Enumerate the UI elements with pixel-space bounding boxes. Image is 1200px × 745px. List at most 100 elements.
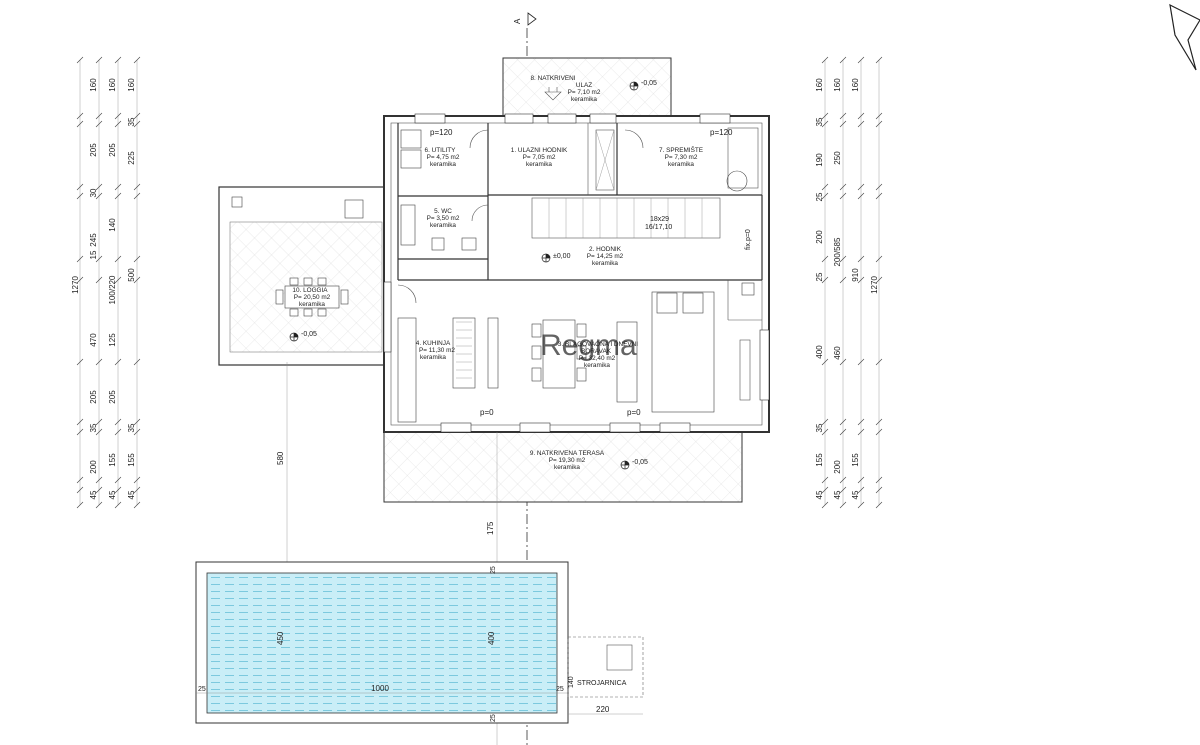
- dimension-tick: [114, 428, 122, 436]
- dimension-tick: [95, 112, 103, 120]
- dimension-tick: [114, 476, 122, 484]
- dim-right-mid-5: 45: [833, 490, 842, 499]
- dimension-tick: [839, 476, 847, 484]
- dimension-tick: [821, 428, 829, 436]
- dimension-tick: [857, 276, 865, 284]
- dim-right-inner-4: 200: [815, 230, 824, 244]
- dim-left-mid-1: 205: [108, 143, 117, 157]
- dimension-tick: [821, 120, 829, 128]
- dim-right-outer-2: 155: [851, 453, 860, 467]
- dimension-tick: [76, 192, 84, 200]
- svg-text:P= 7,05 m2: P= 7,05 m2: [523, 154, 556, 161]
- dim-left-outer-2: 30: [89, 188, 98, 197]
- svg-text:ULAZ: ULAZ: [576, 82, 592, 89]
- svg-text:fix.p=0: fix.p=0: [745, 229, 752, 250]
- dim-right-mid-0: 160: [833, 78, 842, 92]
- kitchen-furniture: [397, 317, 499, 423]
- dining-table: [531, 319, 587, 389]
- dimension-tick: [76, 112, 84, 120]
- dimension-tick: [839, 486, 847, 494]
- svg-text:1270: 1270: [870, 276, 879, 294]
- dimension-tick: [857, 428, 865, 436]
- dim-left-outer-1: 205: [89, 143, 98, 157]
- dimension-tick: [857, 486, 865, 494]
- dimension-tick: [114, 501, 122, 509]
- svg-text:6. UTILITY: 6. UTILITY: [425, 147, 457, 154]
- dimension-tick: [875, 255, 883, 263]
- dimension-tick: [857, 183, 865, 191]
- dim-left-mid-4: 125: [108, 333, 117, 347]
- utility-fixtures: [400, 127, 759, 251]
- dimension-tick: [133, 192, 141, 200]
- dimension-tick: [114, 56, 122, 64]
- svg-text:p=120: p=120: [430, 128, 453, 137]
- dimension-tick: [839, 358, 847, 366]
- svg-text:-0,05: -0,05: [301, 331, 317, 338]
- living-room-furniture: [616, 291, 751, 413]
- dimension-tick: [95, 183, 103, 191]
- dimension-tick: [839, 120, 847, 128]
- dimension-tick: [114, 486, 122, 494]
- svg-text:1000: 1000: [371, 684, 389, 693]
- svg-text:P= 20,50 m2: P= 20,50 m2: [294, 294, 331, 301]
- dimension-tick: [133, 476, 141, 484]
- dim-left-mid-5: 205: [108, 390, 117, 404]
- svg-text:25: 25: [490, 566, 497, 574]
- dimension-tick: [114, 183, 122, 191]
- dim-left-outer-3: 245: [89, 233, 98, 247]
- svg-text:keramika: keramika: [420, 354, 446, 361]
- dim-right-mid-4: 200: [833, 460, 842, 474]
- dimension-tick: [857, 476, 865, 484]
- svg-text:p=0: p=0: [627, 408, 641, 417]
- dim-left-inner-2: 225: [127, 151, 136, 165]
- dimension-tick: [857, 501, 865, 509]
- dim-right-inner-7: 35: [815, 423, 824, 432]
- svg-text:keramika: keramika: [571, 96, 597, 103]
- dimension-tick: [839, 418, 847, 426]
- svg-text:P= 3,50 m2: P= 3,50 m2: [427, 215, 460, 222]
- room-natkriveni-ulaz: [502, 57, 672, 117]
- dim-left-outer-8: 200: [89, 460, 98, 474]
- dim-right-outer-3: 45: [851, 490, 860, 499]
- dimension-tick: [95, 358, 103, 366]
- windows: [383, 113, 770, 433]
- dimension-tick: [95, 476, 103, 484]
- dimension-tick: [76, 418, 84, 426]
- dim-right-inner-1: 35: [815, 117, 824, 126]
- dimension-tick: [821, 192, 829, 200]
- dim-left-mid-3: 100/220: [108, 275, 117, 304]
- dimension-tick: [76, 358, 84, 366]
- dimension-tick: [95, 501, 103, 509]
- svg-text:5. WC: 5. WC: [434, 208, 452, 215]
- dim-left-outer-7: 35: [89, 423, 98, 432]
- svg-text:STROJARNICA: STROJARNICA: [577, 680, 627, 687]
- svg-text:18x29: 18x29: [650, 216, 669, 223]
- svg-text:P= 7,10 m2: P= 7,10 m2: [568, 89, 601, 96]
- dimension-tick: [114, 276, 122, 284]
- dimension-tick: [839, 56, 847, 64]
- svg-text:P= 7,30 m2: P= 7,30 m2: [665, 154, 698, 161]
- dimension-tick: [821, 486, 829, 494]
- dim-right-inner-6: 400: [815, 345, 824, 359]
- svg-text:8. NATKRIVENI: 8. NATKRIVENI: [531, 75, 576, 82]
- dimension-tick: [839, 255, 847, 263]
- dim-left-outer-6: 205: [89, 390, 98, 404]
- dimension-tick: [133, 255, 141, 263]
- dimension-tick: [76, 120, 84, 128]
- dimension-tick: [821, 358, 829, 366]
- dimension-tick: [133, 486, 141, 494]
- dim-right-mid-1: 250: [833, 151, 842, 165]
- dimension-tick: [821, 112, 829, 120]
- dim-left-outer-4: 15: [89, 250, 98, 259]
- dimension-tick: [839, 501, 847, 509]
- dimension-tick: [133, 183, 141, 191]
- svg-text:keramika: keramika: [526, 161, 552, 168]
- dimension-tick: [821, 501, 829, 509]
- dimension-tick: [821, 183, 829, 191]
- swimming-pool: 1000 25 25 450 400 25 25: [195, 561, 569, 724]
- dimension-tick: [857, 358, 865, 366]
- dimension-tick: [875, 428, 883, 436]
- dimension-tick: [839, 276, 847, 284]
- svg-text:2. HODNIK: 2. HODNIK: [589, 246, 622, 253]
- svg-text:-0,05: -0,05: [641, 80, 657, 87]
